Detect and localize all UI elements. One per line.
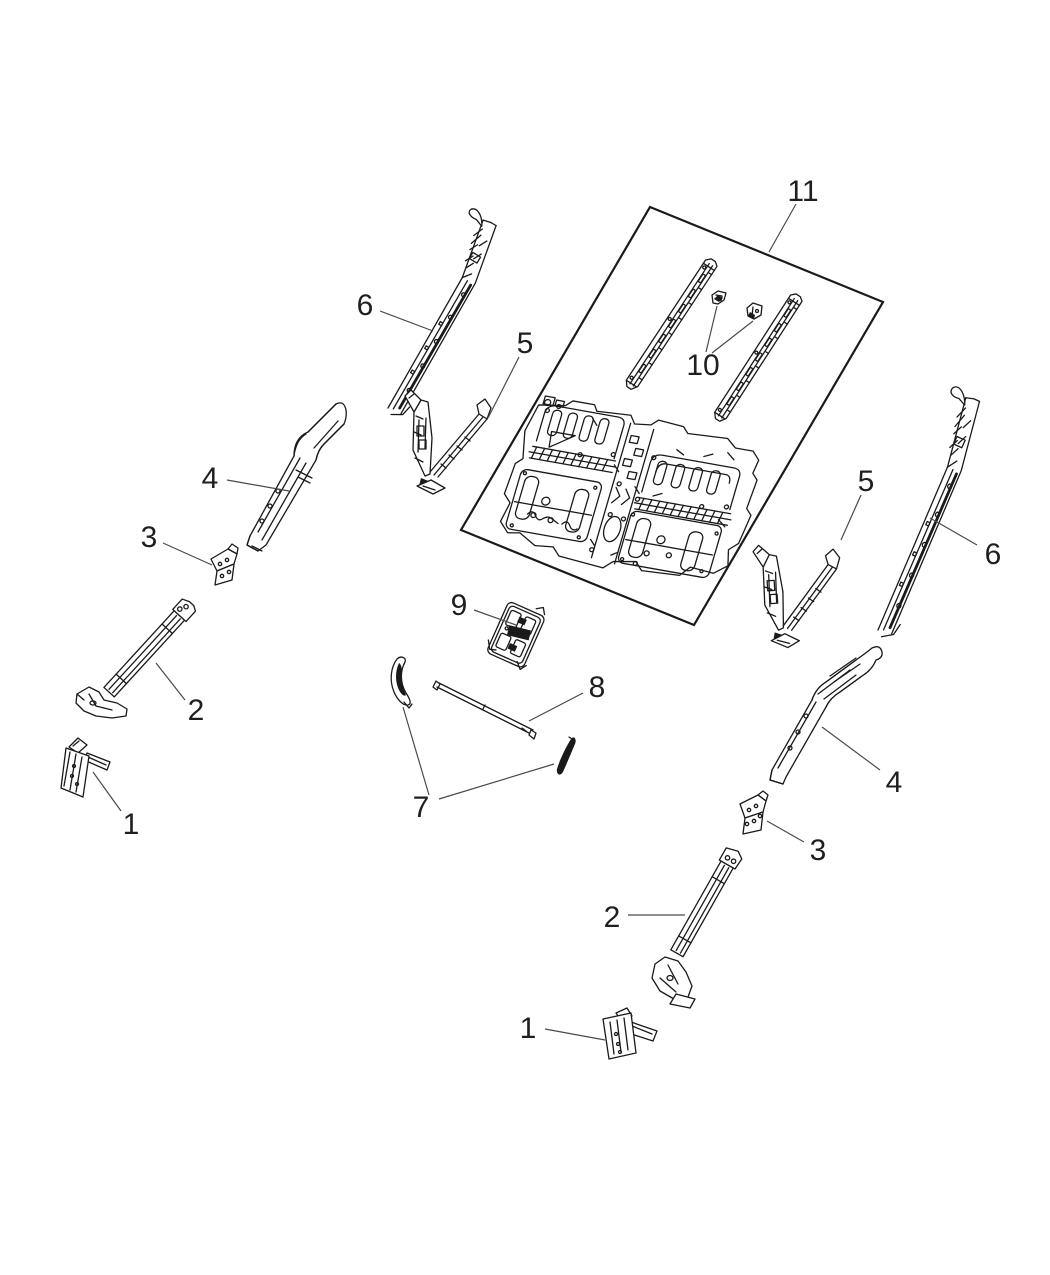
leader-line-5 <box>488 357 519 418</box>
part-1-left <box>61 738 110 797</box>
callout-3: 3 <box>810 834 827 867</box>
leader-line-3 <box>767 821 804 842</box>
leader-line-5 <box>841 495 861 540</box>
leader-line-9 <box>474 610 516 625</box>
callout-5: 5 <box>517 327 534 360</box>
callout-8: 8 <box>589 671 606 704</box>
part-6-left <box>356 205 517 423</box>
part-9 <box>483 592 551 671</box>
callout-2: 2 <box>604 901 621 934</box>
callout-10: 10 <box>686 349 719 382</box>
callout-4: 4 <box>886 766 903 799</box>
part-3-left <box>211 544 238 585</box>
retainer-clip-a <box>712 291 726 304</box>
callout-1: 1 <box>520 1012 537 1045</box>
part-2-left <box>76 597 197 718</box>
leader-line-10 <box>706 306 717 352</box>
floor-pan-right-panel <box>617 510 723 578</box>
leader-line-3 <box>163 543 212 565</box>
floor-pan-tunnel <box>591 423 654 564</box>
callout-1: 1 <box>123 808 140 841</box>
leader-line-2 <box>156 663 185 700</box>
retainer-clip-b <box>747 303 762 319</box>
part-4-right <box>770 647 882 784</box>
part-2-right <box>652 845 744 1008</box>
assembly-box <box>461 207 883 625</box>
callout-7: 7 <box>413 791 430 824</box>
leader-line-1 <box>93 772 121 811</box>
part-4-left <box>247 403 346 551</box>
leader-line-6 <box>930 518 977 545</box>
leader-line-11 <box>769 204 796 252</box>
part-5-right <box>751 539 847 651</box>
floor-pan-left-panel <box>505 469 603 543</box>
part-6-right <box>844 383 1001 644</box>
part-8 <box>433 681 536 739</box>
callout-11: 11 <box>787 175 818 208</box>
callout-2: 2 <box>188 694 205 727</box>
callout-6: 6 <box>985 538 1002 571</box>
leader-line-4 <box>822 727 880 770</box>
part-1-right <box>603 1008 657 1059</box>
leader-line-7 <box>439 764 554 799</box>
callout-5: 5 <box>858 465 875 498</box>
callout-6: 6 <box>357 289 374 322</box>
callout-layer: 11 10 6 5 4 3 2 1 9 8 7 5 6 4 3 2 1 <box>93 175 1001 1045</box>
floor-pan-right-riser <box>633 453 746 526</box>
leader-line-1 <box>545 1029 605 1040</box>
part-3-right <box>740 791 768 834</box>
floor-pan <box>489 394 774 590</box>
callout-3: 3 <box>141 521 158 554</box>
part-5-left <box>404 389 492 495</box>
callout-4: 4 <box>202 462 219 495</box>
floor-pan-left-riser <box>527 396 632 473</box>
leader-line-10 <box>712 321 753 353</box>
part-7-rear-strap <box>556 737 576 775</box>
part-7-front-strap <box>391 657 412 708</box>
leader-line-7 <box>403 707 429 795</box>
leader-line-4 <box>227 480 289 491</box>
leader-line-6 <box>380 311 433 331</box>
leader-line-8 <box>529 693 583 721</box>
callout-9: 9 <box>451 589 468 622</box>
